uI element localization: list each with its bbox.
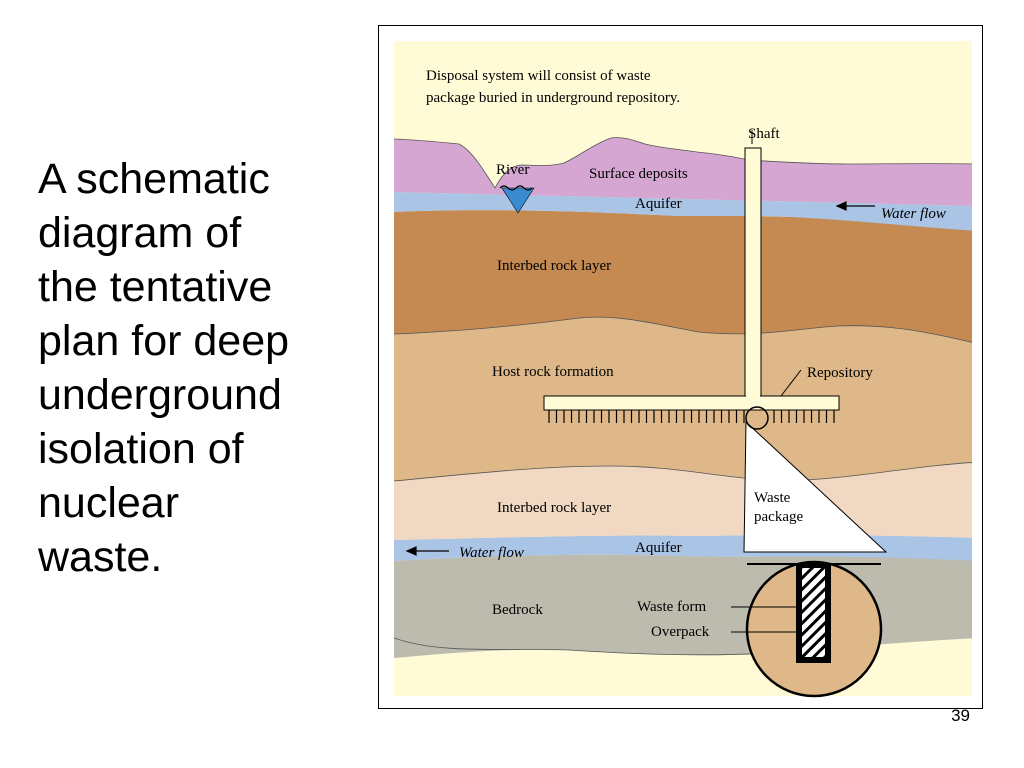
caption-line: underground: [38, 371, 282, 419]
label-overpack: Overpack: [651, 624, 710, 640]
layer-surface-deposits: [394, 137, 972, 206]
label-host-rock: Host rock formation: [492, 364, 614, 380]
river-surface-waves: [499, 185, 533, 191]
label-aquifer-upper: Aquifer: [635, 196, 682, 212]
shaft: [744, 147, 762, 397]
layer-aquifer-upper: [394, 192, 972, 231]
label-river: River: [496, 162, 529, 178]
caption-line: the tentative: [38, 263, 273, 311]
waste-package-detail: [745, 560, 883, 698]
label-waste-package: Waste package: [754, 490, 803, 525]
label-repository: Repository: [807, 365, 873, 381]
caption-line: nuclear: [38, 479, 180, 527]
leader-lines: [731, 130, 802, 633]
repository-tunnel: [543, 395, 840, 411]
label-interbed-upper: Interbed rock layer: [497, 258, 611, 274]
slide-caption: A schematic diagram of the tentative pla…: [38, 152, 358, 584]
caption-line: A schematic: [38, 155, 270, 203]
waste-package-callout: [743, 420, 888, 553]
layer-interbed-lower: [394, 462, 972, 540]
layer-interbed-upper: [394, 210, 972, 343]
layer-boundaries: [394, 137, 972, 656]
label-interbed-lower: Interbed rock layer: [497, 500, 611, 516]
caption-line: isolation of: [38, 425, 244, 473]
label-shaft: Shaft: [748, 126, 780, 142]
label-bedrock: Bedrock: [492, 602, 543, 618]
river-water: [501, 187, 535, 214]
caption-line: plan for deep: [38, 317, 290, 365]
label-surface-deposits: Surface deposits: [589, 166, 688, 182]
flow-arrows: [405, 201, 875, 556]
waste-package-marker: [745, 406, 769, 430]
geologic-diagram: Disposal system will consist of waste pa…: [394, 41, 972, 698]
repository-emplacement-holes: [548, 410, 835, 423]
diagram-caption-line: package buried in underground repository…: [426, 90, 680, 106]
diagram-caption-line: Disposal system will consist of waste: [426, 68, 651, 84]
page-number: 39: [951, 706, 970, 725]
label-water-flow-upper: Water flow: [881, 206, 946, 222]
caption-line: diagram of: [38, 209, 242, 257]
label-waste-form: Waste form: [637, 599, 707, 615]
label-aquifer-lower: Aquifer: [635, 540, 682, 556]
caption-line: waste.: [38, 533, 163, 581]
figure-frame: Disposal system will consist of waste pa…: [378, 25, 983, 709]
waste-form: [802, 568, 825, 657]
label-water-flow-lower: Water flow: [459, 545, 524, 561]
